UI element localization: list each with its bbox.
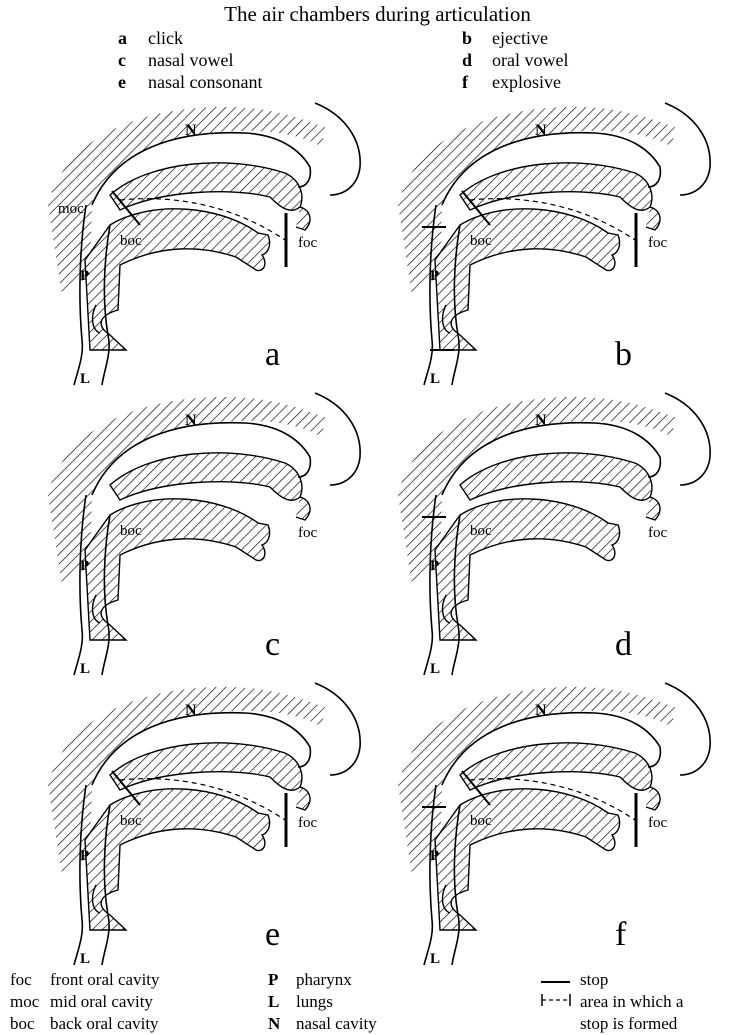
palate [110,163,302,210]
tongue-jaw [85,789,270,930]
upper-lip [296,787,310,810]
label-lungs: L [430,661,440,677]
upper-lip [646,787,660,810]
label-pharynx: P [80,848,89,864]
label-foc: foc [648,815,667,831]
label-lungs: L [430,951,440,967]
legend-nasal-cavity: Nnasal cavity [268,1014,377,1034]
stop-symbol [540,978,572,986]
face-outline [315,393,360,485]
label-nasal: N [185,122,197,139]
label-nasal: N [535,412,547,429]
face-outline [315,103,360,195]
face-outline [315,683,360,775]
label-pharynx: P [80,268,89,284]
label-foc: foc [298,525,317,541]
label-boc: boc [470,813,492,829]
label-foc: foc [648,525,667,541]
label-boc: boc [470,233,492,249]
label-boc: boc [470,523,492,539]
area-symbol [540,993,572,1007]
palate [110,453,302,500]
label-pharynx: P [430,268,439,284]
label-nasal: N [535,702,547,719]
label-lungs: L [80,371,90,387]
panel-letter-d: d [615,626,632,663]
label-moc: moc [58,201,84,217]
legend-area-2: stop is formed [580,1014,677,1034]
upper-lip [296,497,310,520]
figure-title: The air chambers during articulation [0,2,755,27]
label-boc: boc [120,813,142,829]
label-boc: boc [120,233,142,249]
tongue-jaw [435,499,620,640]
label-foc: foc [298,815,317,831]
panel-letter-c: c [265,626,280,663]
palate [460,743,652,790]
label-pharynx: P [430,848,439,864]
panel-letter-f: f [615,916,627,953]
panel-letter-b: b [615,336,632,373]
label-foc: foc [648,235,667,251]
legend-area-1: area in which a [580,992,683,1012]
label-pharynx: P [80,558,89,574]
upper-lip [296,207,310,230]
label-pharynx: P [430,558,439,574]
tongue-jaw [85,209,270,350]
tongue-jaw [85,499,270,640]
upper-lip [646,207,660,230]
label-nasal: N [535,122,547,139]
label-boc: boc [120,523,142,539]
legend-stop: stop [580,970,608,990]
panel-b: Nboc focP Lb [398,103,710,387]
panel-letter-e: e [265,916,280,953]
face-outline [665,393,710,485]
upper-lip [646,497,660,520]
palate [460,453,652,500]
palate [110,743,302,790]
tongue-jaw [435,789,620,930]
label-lungs: L [80,951,90,967]
panel-letter-a: a [265,336,280,373]
key-item-a: aclick [118,28,183,49]
label-nasal: N [185,702,197,719]
face-outline [665,683,710,775]
palate [460,163,652,210]
label-lungs: L [80,661,90,677]
face-outline [665,103,710,195]
tongue-jaw [435,209,620,350]
label-nasal: N [185,412,197,429]
label-lungs: L [430,371,440,387]
key-item-e: enasal consonant [118,72,262,93]
label-foc: foc [298,235,317,251]
